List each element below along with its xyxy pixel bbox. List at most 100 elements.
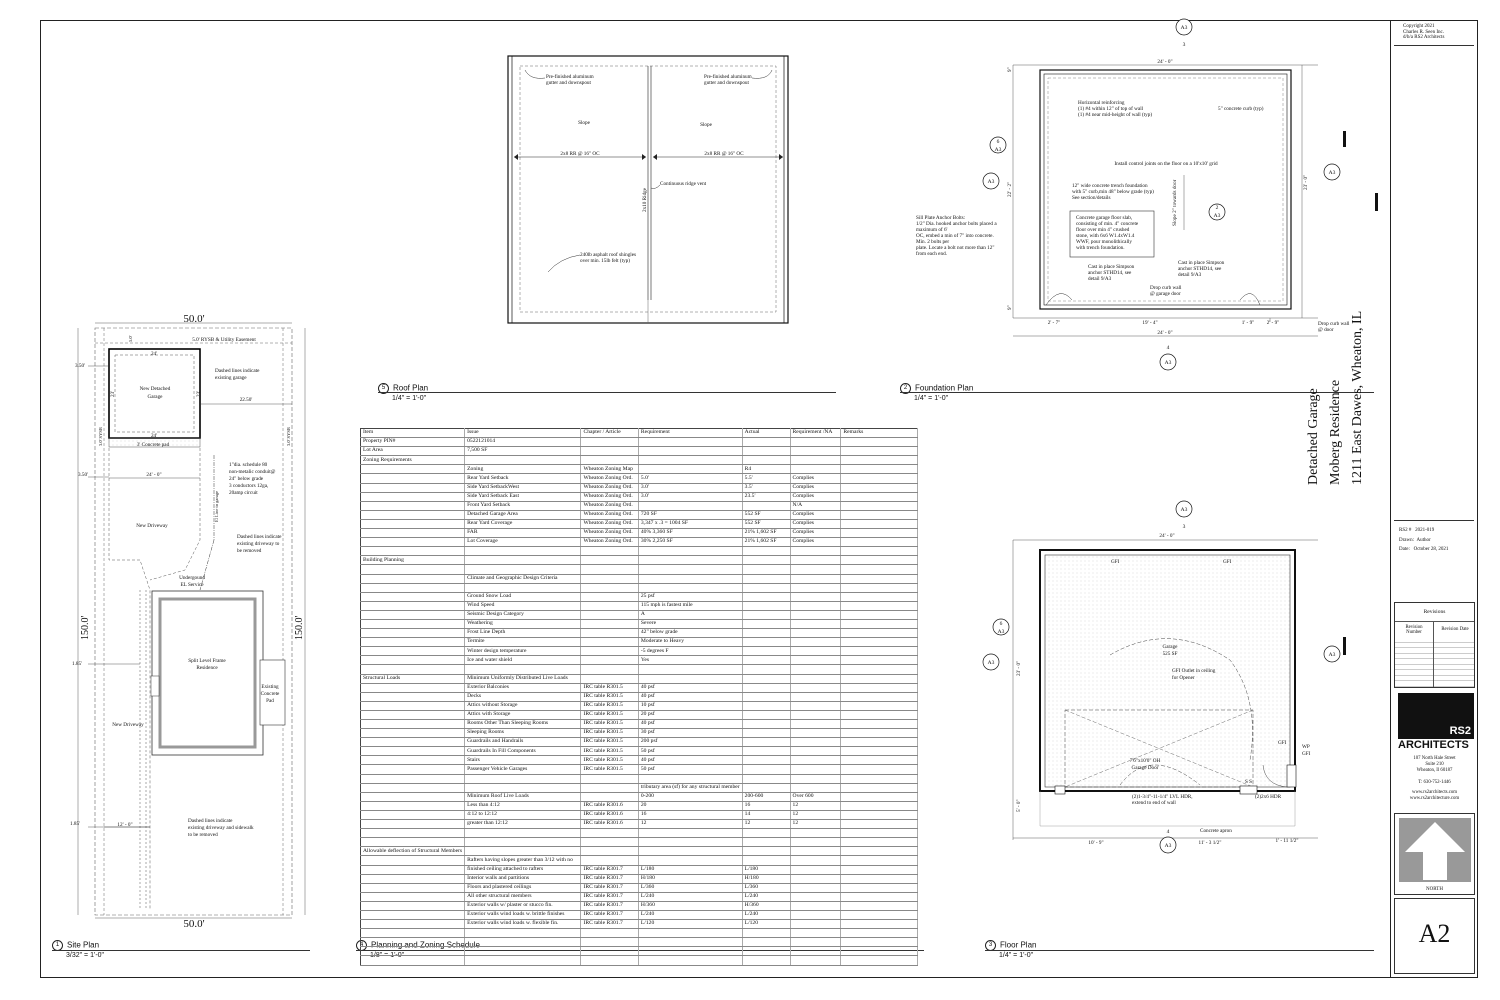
table-cell xyxy=(742,692,791,702)
table-cell xyxy=(840,574,918,584)
table-cell xyxy=(790,583,842,593)
table-cell xyxy=(580,437,639,448)
table-cell xyxy=(360,810,466,821)
table-cell xyxy=(840,583,918,593)
table-cell: 50 psf xyxy=(638,746,743,757)
fnd-dim-b2: 19' - 4" xyxy=(1142,320,1157,326)
table-cell xyxy=(464,564,582,575)
table-cell xyxy=(840,901,918,911)
table-cell xyxy=(580,937,639,948)
title-floor-name: Floor Plan xyxy=(1000,940,1037,950)
table-cell: 3.0' xyxy=(638,492,743,502)
table-cell xyxy=(464,546,582,557)
table-cell xyxy=(360,519,466,530)
table-cell xyxy=(840,746,918,757)
table-cell: 3.0' xyxy=(638,483,743,493)
table-cell xyxy=(742,855,791,866)
fnd-slab-6: with trench foundation. xyxy=(1076,244,1125,251)
flr-room-2: 525 SF xyxy=(1163,651,1178,657)
table-cell xyxy=(360,574,466,584)
table-cell: 20 psf xyxy=(638,710,743,721)
table-cell xyxy=(360,764,466,775)
table-cell xyxy=(360,664,466,675)
site-dashed-sidewalk-1: Dashed lines indicate xyxy=(188,818,233,824)
table-cell xyxy=(790,555,842,566)
table-cell: 14 xyxy=(742,810,791,821)
table-cell xyxy=(840,592,918,602)
fnd-slab-4: stone, with 6x6 W1.4xW1.4 xyxy=(1076,233,1135,239)
table-cell xyxy=(790,464,842,475)
table-cell: Winter design temperature xyxy=(464,646,582,657)
fnd-drop-curb-ext-2: @ door xyxy=(1318,327,1334,333)
site-existing-pad-1: Existing xyxy=(261,684,279,690)
table-row: Rafters having slopes greater than 3/12 … xyxy=(360,855,918,866)
table-cell xyxy=(840,855,918,866)
table-cell xyxy=(360,510,466,520)
firm-address-line: Wheaton, Il 60187 xyxy=(1416,768,1453,773)
table-cell: Complies xyxy=(790,483,842,493)
site-d-1-85a: 1.85' xyxy=(72,661,82,667)
zoning-header-cell: Chapter / Article xyxy=(580,428,639,439)
table-cell: Rear Yard Setback xyxy=(464,473,582,484)
table-cell xyxy=(840,519,918,530)
tag-a3-6: A3 xyxy=(1165,360,1172,366)
table-cell xyxy=(638,855,743,866)
table-cell: IRC table R301.7 xyxy=(580,919,639,930)
fnd-dim-l2: 9" xyxy=(1007,305,1013,310)
fnd-dim-left: 22' - 2" xyxy=(1007,182,1013,197)
roof-gutter-left-1: Pre-finished aluminum xyxy=(546,73,594,80)
table-cell xyxy=(360,501,466,511)
table-cell xyxy=(790,674,842,684)
site-d-1-85b: 1.85' xyxy=(70,821,80,827)
zoning-header-cell: Actual xyxy=(742,428,791,439)
table-cell: Moderate to Heavy xyxy=(638,637,743,648)
table-cell xyxy=(790,910,842,921)
table-cell: Frost Line Depth xyxy=(464,628,582,639)
table-cell xyxy=(790,737,842,748)
table-cell xyxy=(742,937,791,948)
title-roof-name: Roof Plan xyxy=(393,383,429,393)
table-cell xyxy=(360,464,466,475)
tag-n2-fnd: 2 xyxy=(1216,205,1219,211)
fnd-anchor-5: Min. 2 bolts per xyxy=(916,239,949,245)
table-row xyxy=(360,955,918,966)
table-cell xyxy=(790,728,842,739)
table-cell xyxy=(840,692,918,702)
table-cell xyxy=(360,528,466,539)
table-cell xyxy=(464,937,582,948)
table-cell: Wheaton Zoning Ord. xyxy=(580,519,639,530)
table-cell xyxy=(360,874,466,884)
table-cell: Lot Area xyxy=(360,446,466,457)
table-cell: 21% 1,602 SF xyxy=(742,528,791,539)
flr-gfi-c: GFI xyxy=(1278,740,1287,746)
table-cell xyxy=(742,683,791,693)
table-cell: Complies xyxy=(790,510,842,520)
table-cell: IRC table R301.6 xyxy=(580,810,639,821)
table-cell xyxy=(840,774,918,784)
table-cell xyxy=(840,719,918,730)
table-cell xyxy=(742,610,791,620)
table-cell xyxy=(840,874,918,884)
table-cell xyxy=(580,946,639,957)
table-cell xyxy=(580,655,639,666)
site-dashed-garage-2: existing garage xyxy=(215,375,247,381)
table-cell xyxy=(638,555,743,566)
table-cell: 40% 3,360 SF xyxy=(638,528,743,539)
table-cell: IRC table R301.7 xyxy=(580,883,639,893)
table-cell: H/180 xyxy=(742,874,791,884)
table-cell xyxy=(840,919,918,930)
table-cell xyxy=(742,592,791,602)
flr-garage-door-2: Garage Door xyxy=(1132,765,1159,771)
